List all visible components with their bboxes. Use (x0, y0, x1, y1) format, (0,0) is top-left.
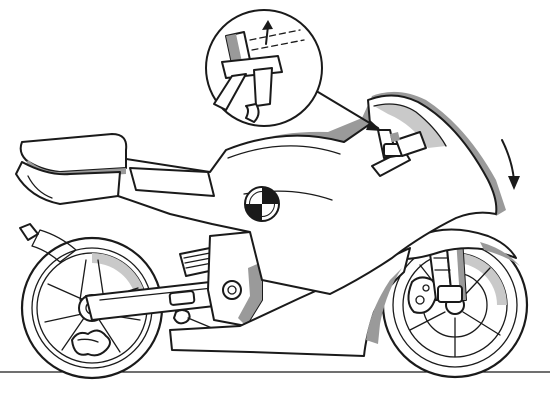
seat-and-tail (15, 133, 215, 241)
handlebar (371, 129, 427, 177)
detail-callout (205, 9, 323, 127)
down-arrow-icon (508, 176, 520, 190)
brand-logo (244, 186, 280, 222)
engine-area (31, 229, 263, 327)
lower-fairing (169, 247, 411, 357)
callout-leader (317, 91, 382, 131)
leader-arrow-icon (366, 120, 382, 131)
reference-line-lower (251, 39, 305, 51)
fairing-arrow (501, 139, 520, 190)
reference-line-upper (249, 29, 301, 41)
adjust-up-arrow-icon (262, 20, 273, 30)
